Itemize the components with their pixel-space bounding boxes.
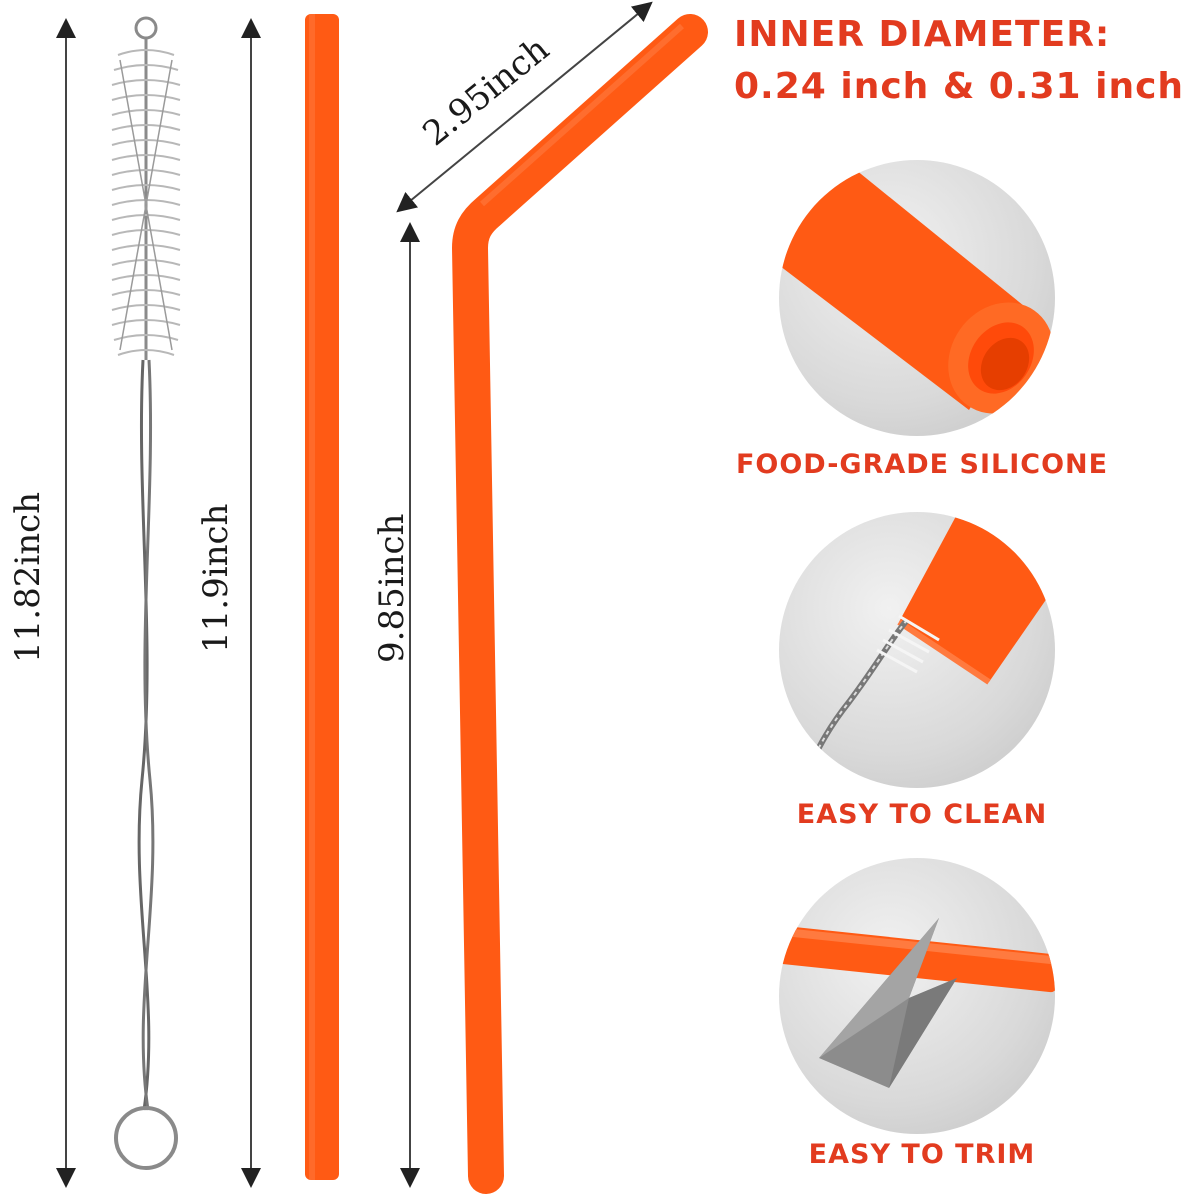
inner-diameter-values: 0.24 inch & 0.31 inch (734, 66, 1185, 107)
straw-opening-closeup-icon (779, 160, 1055, 436)
bent-straw-long-label: 9.85inch (372, 513, 412, 663)
scissors-cutting-straw-icon (779, 858, 1055, 1134)
bent-straw (452, 14, 708, 1194)
straight-straw-length-label: 11.9inch (196, 503, 236, 653)
brush-in-straw-icon (779, 512, 1055, 788)
feature-label-easy-clean: EASY TO CLEAN (796, 799, 1048, 830)
brush-length-label: 11.82inch (8, 491, 48, 663)
inner-diameter-heading: INNER DIAMETER: (734, 14, 1111, 55)
bent-straw-short-arrow (396, 1, 653, 213)
feature-label-easy-trim: EASY TO TRIM (808, 1139, 1036, 1170)
cleaning-brush (111, 16, 181, 1170)
feature-label-food-grade: FOOD-GRADE SILICONE (735, 449, 1109, 480)
